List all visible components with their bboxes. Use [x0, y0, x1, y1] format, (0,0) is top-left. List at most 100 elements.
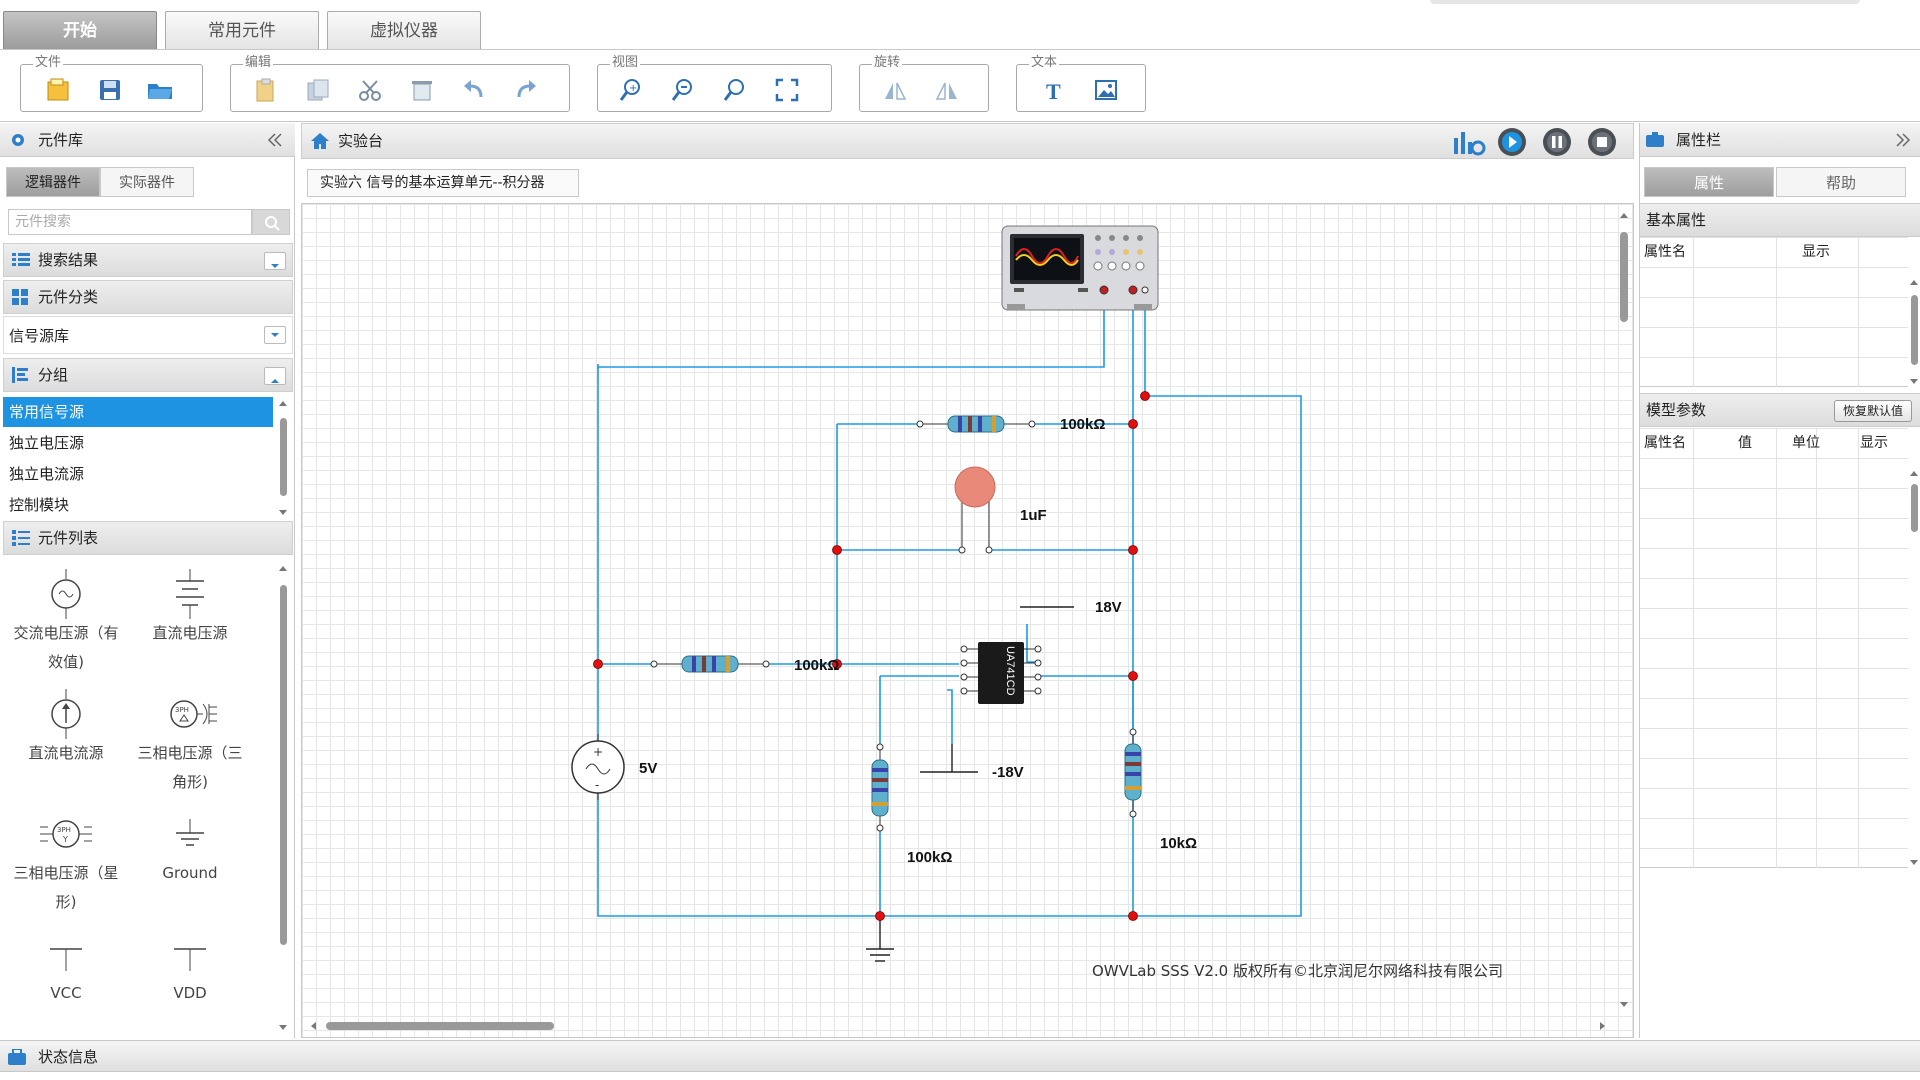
- group-item-control-module[interactable]: 控制模块: [9, 496, 70, 514]
- column-header-display: 显示: [1860, 435, 1888, 451]
- category-dropdown-button[interactable]: [264, 326, 286, 344]
- circuit-canvas[interactable]: UA741CD + -: [301, 203, 1634, 1038]
- group-label-text: 文本: [1029, 55, 1060, 71]
- component-dc-voltage-source[interactable]: 直流电压源: [130, 569, 250, 648]
- component-library-panel: 元件库 逻辑器件 实际器件 元件搜索 搜索结果 元件分类 信号源库 分组 常用信…: [0, 123, 295, 1038]
- cut-icon[interactable]: [355, 75, 385, 105]
- undo-icon[interactable]: [459, 75, 489, 105]
- zoom-out-icon[interactable]: [668, 75, 698, 105]
- component-ground[interactable]: Ground: [130, 809, 250, 888]
- tab-help[interactable]: 帮助: [1776, 167, 1906, 197]
- column-header-name: 属性名: [1644, 244, 1686, 260]
- flip-vertical-icon[interactable]: [932, 75, 962, 105]
- toolbar: 文件 编辑: [0, 50, 1920, 122]
- instrument-settings-icon[interactable]: [1452, 128, 1486, 158]
- pause-icon[interactable]: [1542, 127, 1572, 157]
- group-item-common-sources[interactable]: 常用信号源: [3, 397, 273, 427]
- canvas-horizontal-scrollbar[interactable]: [308, 1019, 1608, 1033]
- oscilloscope[interactable]: [1001, 225, 1159, 311]
- search-button[interactable]: [252, 209, 290, 235]
- scroll-thumb[interactable]: [1911, 295, 1918, 365]
- component-ac-voltage-source[interactable]: 交流电压源（有 效值): [6, 569, 126, 677]
- resistor-feedback[interactable]: [916, 415, 1036, 433]
- open-folder-icon[interactable]: [145, 75, 175, 105]
- power-symbols: [866, 606, 1074, 962]
- scroll-thumb[interactable]: [326, 1022, 554, 1030]
- toolbar-group-rotate: 旋转: [859, 55, 989, 112]
- component-label: 直流电压源: [152, 624, 228, 642]
- home-icon[interactable]: [310, 131, 330, 151]
- tab-logic-devices[interactable]: 逻辑器件: [6, 167, 100, 197]
- restore-default-button[interactable]: 恢复默认值: [1833, 400, 1912, 422]
- group-item-independent-voltage[interactable]: 独立电压源: [9, 434, 85, 452]
- model-params-scrollbar[interactable]: [1908, 468, 1920, 868]
- resistor-ground[interactable]: [871, 743, 889, 832]
- flip-horizontal-icon[interactable]: [880, 75, 910, 105]
- panel-title: 属性栏: [1676, 131, 1722, 149]
- list-grid-icon: [12, 253, 30, 266]
- stop-icon[interactable]: [1587, 127, 1617, 157]
- section-categories[interactable]: 元件分类: [3, 280, 293, 314]
- document-tab[interactable]: 实验六 信号的基本运算单元--积分器: [307, 169, 579, 197]
- scroll-thumb[interactable]: [280, 418, 287, 496]
- collapse-right-icon[interactable]: [1895, 133, 1911, 147]
- chevron-down-icon: [271, 264, 279, 268]
- component-search-input[interactable]: 元件搜索: [8, 209, 252, 235]
- component-label: VDD: [173, 984, 207, 1002]
- resistor-right[interactable]: [1124, 728, 1142, 818]
- scroll-up-icon: [1910, 471, 1918, 476]
- component-vdd[interactable]: VDD: [130, 929, 250, 1008]
- zoom-in-icon[interactable]: +: [616, 75, 646, 105]
- ac-voltage-source[interactable]: + -: [571, 734, 625, 800]
- zoom-reset-icon[interactable]: [720, 75, 750, 105]
- redo-icon[interactable]: [511, 75, 541, 105]
- canvas-vertical-scrollbar[interactable]: [1617, 210, 1631, 1010]
- tab-common-components[interactable]: 常用元件: [165, 11, 319, 49]
- scroll-thumb[interactable]: [1620, 232, 1628, 322]
- status-title: 状态信息: [38, 1048, 99, 1066]
- copyright-text: OWVLab SSS V2.0 版权所有©北京润尼尔网络科技有限公司: [1092, 962, 1503, 980]
- tab-properties[interactable]: 属性: [1644, 167, 1774, 197]
- label-capacitor: 1uF: [1020, 507, 1047, 524]
- scroll-thumb[interactable]: [280, 585, 287, 945]
- label-r-right: 10kΩ: [1160, 835, 1197, 852]
- scroll-thumb[interactable]: [1911, 484, 1918, 532]
- save-icon[interactable]: [95, 75, 125, 105]
- copy-icon[interactable]: [303, 75, 333, 105]
- opamp-chip[interactable]: UA741CD: [960, 642, 1042, 704]
- svg-text:Y: Y: [62, 835, 68, 844]
- basic-properties-scrollbar[interactable]: [1908, 277, 1920, 387]
- status-bar: 状态信息: [0, 1040, 1920, 1072]
- component-three-phase-delta[interactable]: 3PH 三相电压源（三 角形): [130, 689, 250, 797]
- collapse-groups-button[interactable]: [264, 367, 286, 385]
- collapse-left-icon[interactable]: [267, 133, 283, 147]
- group-item-independent-current[interactable]: 独立电流源: [9, 465, 85, 483]
- tab-virtual-instruments[interactable]: 虚拟仪器: [327, 11, 481, 49]
- image-icon[interactable]: [1091, 75, 1121, 105]
- section-component-list[interactable]: 元件列表: [3, 521, 293, 555]
- component-dc-current-source[interactable]: 直流电流源: [6, 689, 126, 768]
- paste-icon[interactable]: [251, 75, 281, 105]
- category-select[interactable]: 信号源库: [3, 316, 293, 354]
- section-groups[interactable]: 分组: [3, 358, 293, 392]
- fit-view-icon[interactable]: [772, 75, 802, 105]
- component-label: 角形): [172, 773, 208, 791]
- text-icon[interactable]: T: [1039, 75, 1069, 105]
- expand-search-results-button[interactable]: [264, 252, 286, 270]
- tab-start[interactable]: 开始: [3, 11, 157, 49]
- svg-text:3PH: 3PH: [57, 826, 71, 834]
- tab-real-devices[interactable]: 实际器件: [100, 167, 194, 197]
- scroll-down-icon: [279, 510, 287, 515]
- new-file-icon[interactable]: [43, 75, 73, 105]
- delete-icon[interactable]: [407, 75, 437, 105]
- capacitor[interactable]: [954, 466, 996, 554]
- component-vcc[interactable]: VCC: [6, 929, 126, 1008]
- component-list-scrollbar[interactable]: [277, 563, 289, 1033]
- section-search-results[interactable]: 搜索结果: [3, 243, 293, 277]
- play-icon[interactable]: [1497, 127, 1527, 157]
- panel-title: 元件库: [38, 131, 84, 149]
- groups-scrollbar[interactable]: [277, 398, 289, 518]
- resistor-input[interactable]: [650, 655, 770, 673]
